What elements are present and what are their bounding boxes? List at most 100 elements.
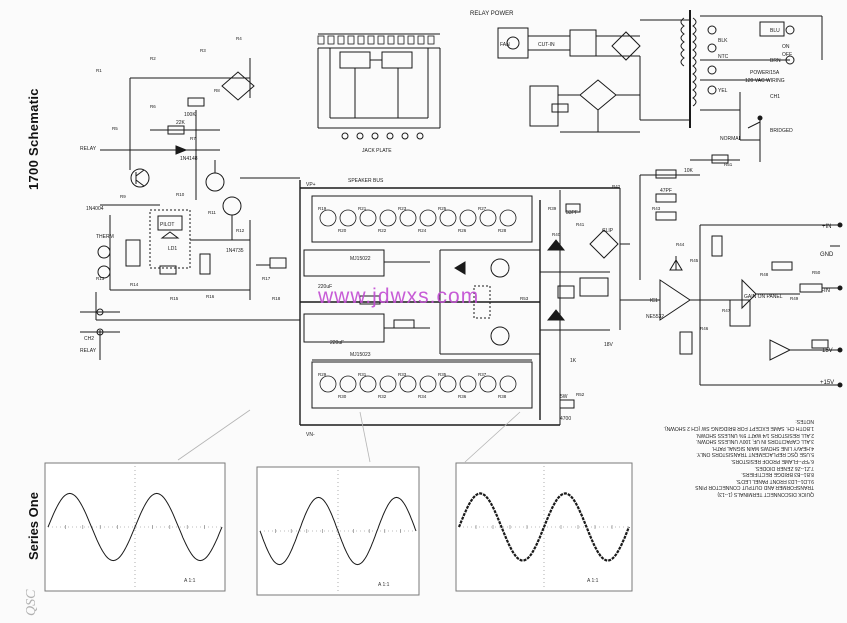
notes-line: 8.B1--B3 BRIDGE RECTIFIERS. (741, 471, 814, 478)
notes-block: QUICK DISCONNECT TERMINALS (1--13) TRANS… (614, 418, 814, 498)
resistor-ref-label: R53 (520, 296, 529, 301)
sine-trace (47, 492, 223, 562)
resistor-ref-label: R29 (318, 372, 327, 377)
resistor-ref-label: R52 (576, 392, 585, 397)
pilot-label: PILOT (160, 222, 174, 228)
resistor-ref-label: R13 (96, 276, 105, 281)
resistor-ref-label: R9 (120, 194, 126, 199)
yel-label: YEL (718, 88, 728, 94)
resistor-ref-label: R34 (418, 394, 427, 399)
resistor-ref-label: R8 (214, 88, 220, 93)
mains-label: 120 VAC WIRING (745, 78, 785, 84)
resistor-ref-label: R31 (358, 372, 367, 377)
resistor-ref-label: R6 (150, 104, 156, 109)
relay-power-label: RELAY POWER (470, 11, 514, 17)
input-in-label: +IN (822, 224, 832, 230)
sine-trace (259, 496, 417, 566)
resistor-ref-label: R42 (612, 184, 621, 189)
resistor-ref-label: R17 (262, 276, 271, 281)
bridged-label: BRIDGED (770, 128, 793, 134)
output-stage (299, 180, 630, 426)
blu-label: BLU (770, 28, 780, 34)
notes-line: 6.*FP--FLAME PROOF RESISTORS. (730, 458, 814, 465)
relay-power-left-label: RELAY (80, 146, 97, 152)
resistor-ref-label: R28 (498, 228, 507, 233)
speaker-bus-label: SPEAKER BUS (348, 178, 384, 184)
power-fuse-label: POWER/15A (750, 70, 780, 76)
gain-pot-label: GAIN ON PANEL (744, 294, 783, 300)
resistor-ref-label: R2 (150, 56, 156, 61)
scope-caption-1: A 1:1 (184, 578, 196, 584)
resistor-ref-label: R25 (438, 206, 447, 211)
scope-panel-2: A 1:1 (256, 466, 420, 596)
jack-plate-label: JACK PLATE (362, 148, 392, 154)
resistor-ref-label: R21 (358, 206, 367, 211)
vp-label: VP+ (306, 182, 316, 188)
resistor-ref-label: R35 (438, 372, 447, 377)
resistor-ref-label: R45 (690, 258, 699, 263)
v33-label: 33PF (566, 210, 578, 216)
notes-line: 5.USE QSC REPLACEMENT TRANSISTORS ONLY. (696, 451, 814, 458)
notes-line: 2.ALL RESISTORS 1/4 WATT 5% UNLESS SHOWN… (695, 431, 814, 438)
resistor-ref-label: R4 (236, 36, 242, 41)
notes-line: 1.BOTH CH. SAME EXCEPT FOR BRIDGING SW (… (663, 425, 814, 432)
blk-label: BLK (718, 38, 728, 44)
resistor-ref-label: R37 (478, 372, 487, 377)
resistor-ref-label: R23 (398, 206, 407, 211)
resistor-ref-label: R18 (272, 296, 281, 301)
relay-label: RELAY (80, 348, 97, 354)
v18-label: 18V (604, 342, 614, 348)
resistor-ref-label: R14 (130, 282, 139, 287)
resistor-ref-label: R36 (458, 394, 467, 399)
resistor-ref-label: R44 (676, 242, 685, 247)
cap-label-1: 220uF (318, 284, 332, 290)
resistor-ref-label: R39 (548, 206, 557, 211)
thermal-label: THERM (96, 234, 114, 240)
resistor-ref-label: R5 (112, 126, 118, 131)
ic1-label: IC1 (650, 298, 658, 304)
resistor-ref-label: R15 (170, 296, 179, 301)
vn-label: VN- (306, 432, 315, 438)
input-neg-label: -IN (822, 288, 830, 294)
resistor-ref-label: R10 (176, 192, 185, 197)
clip-label: CLIP (602, 228, 614, 234)
scope-panel-3: A 1:1 (455, 462, 633, 592)
transistor-label-top: MJ15022 (350, 256, 371, 262)
scope-trace-3 (455, 462, 633, 592)
cap-label-2: 220uF (330, 340, 344, 346)
notes-line: 3.ALL CAPACITORS IN UF, 100V UNLESS SHOW… (696, 438, 814, 445)
resistor-ref-label: R43 (652, 206, 661, 211)
ch1-label: CH1 (770, 94, 780, 100)
resistor-ref-label: R33 (398, 372, 407, 377)
resistor-ref-label: R3 (200, 48, 206, 53)
jack-plate-block (317, 33, 441, 140)
resistor-ref-label: R20 (338, 228, 347, 233)
on-label: ON (782, 44, 790, 50)
v1k-label: 1K (570, 358, 577, 364)
resistor-ref-label: R27 (478, 206, 487, 211)
resistor-ref-label: R51 (724, 162, 733, 167)
resistor-ref-label: R48 (760, 272, 769, 277)
resistor-ref-label: R41 (576, 222, 585, 227)
normal-label: NORMAL (720, 136, 742, 142)
resistor-ref-label: R11 (208, 210, 216, 215)
in4148-label: 1N4148 (180, 156, 198, 162)
resistor-ref-label: R16 (206, 294, 215, 299)
input-stage (620, 154, 843, 388)
resistor-ref-label: R24 (418, 228, 427, 233)
scope-panel-1: A 1:1 (44, 462, 226, 592)
v100-label: 100K (184, 112, 196, 118)
watermark-text: www.jdwxs.com (318, 285, 480, 308)
resistor-ref-label: R46 (700, 326, 709, 331)
r4700-label: 4700 (560, 416, 571, 422)
notes-line: 4.HEAVY LINE SHOWS MAIN SIGNAL PATH. (711, 444, 814, 451)
supply-neg15v-label: -15V (820, 348, 833, 354)
power-supply-block (497, 10, 823, 162)
scope-caption-3: A 1:1 (587, 578, 599, 584)
resistor-ref-label: R49 (790, 296, 799, 301)
resistor-ref-label: R50 (812, 270, 821, 275)
resistor-ref-label: R40 (552, 232, 561, 237)
ntc-label: NTC (718, 54, 729, 60)
